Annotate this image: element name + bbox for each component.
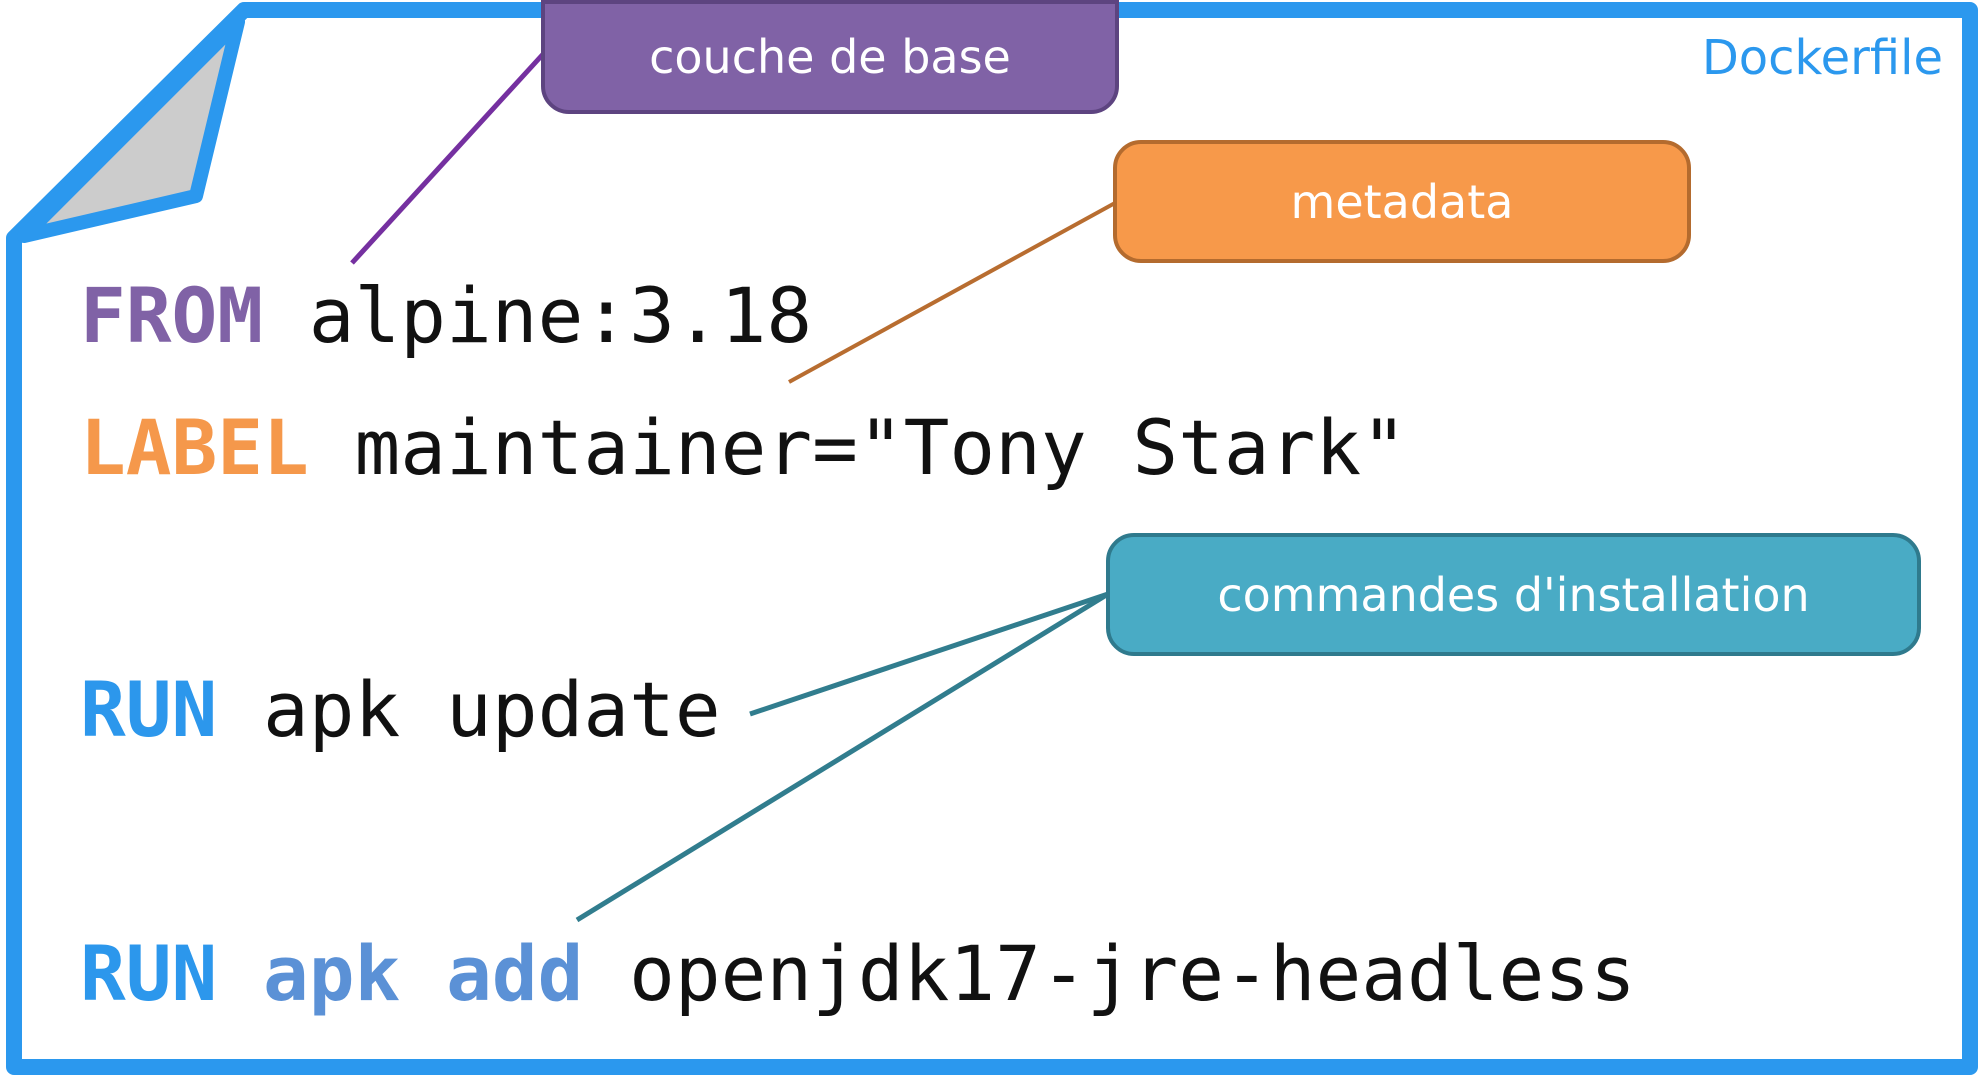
- command-apk: apk: [263, 929, 401, 1018]
- connector-install-add: [575, 591, 1110, 923]
- code-line-from: FROM alpine:3.18: [80, 278, 812, 354]
- keyword-from: FROM: [80, 271, 264, 360]
- connector-install-update: [749, 591, 1109, 717]
- file-name-label: Dockerfile: [1701, 30, 1943, 86]
- connector-base: [350, 50, 547, 265]
- keyword-run: RUN: [80, 665, 218, 754]
- code-line-label: LABEL maintainer="Tony Stark": [80, 410, 1407, 486]
- keyword-label: LABEL: [80, 403, 309, 492]
- from-argument: alpine:3.18: [263, 271, 813, 360]
- code-line-run-update: RUN apk update: [80, 672, 721, 748]
- callout-install-commands: commandes d'installation: [1106, 533, 1921, 656]
- keyword-run: RUN: [80, 929, 218, 1018]
- command-add: add: [446, 929, 584, 1018]
- connector-metadata: [788, 201, 1116, 384]
- callout-metadata: metadata: [1113, 140, 1691, 263]
- folded-corner: [17, 15, 245, 243]
- run-update-argument: apk update: [217, 665, 721, 754]
- run-add-argument: openjdk17-jre-headless: [583, 929, 1636, 1018]
- label-argument: maintainer="Tony Stark": [308, 403, 1407, 492]
- code-line-run-add: RUN apk add openjdk17-jre-headless: [80, 936, 1636, 1012]
- callout-base-layer: couche de base: [541, 0, 1119, 114]
